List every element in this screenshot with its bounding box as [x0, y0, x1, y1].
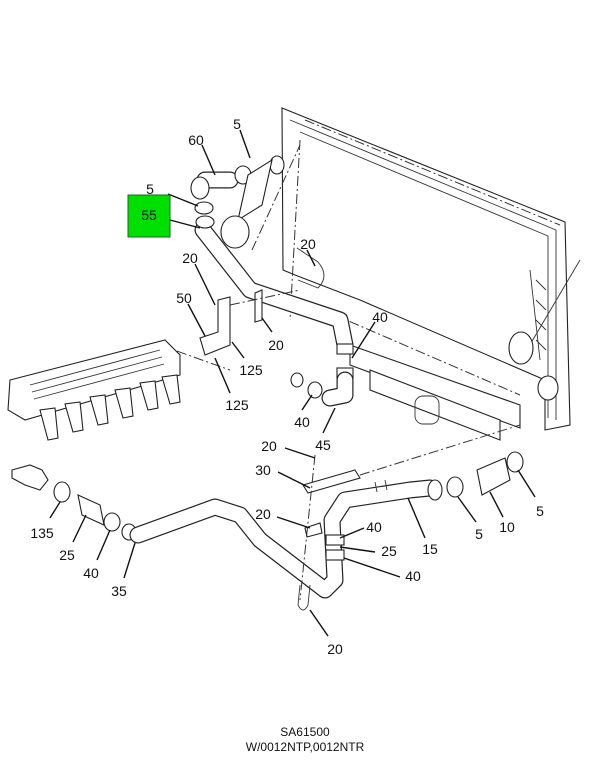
callout-5[interactable]: 5 [146, 181, 154, 197]
highlighted-callout-box[interactable] [127, 194, 171, 238]
callout-135[interactable]: 135 [30, 525, 54, 541]
callout-40[interactable]: 40 [372, 309, 388, 325]
leader-lines [49, 129, 536, 637]
callout-5[interactable]: 5 [475, 526, 483, 542]
lower-hose-assembly [11, 424, 524, 611]
callout-5[interactable]: 5 [536, 503, 544, 519]
callout-55[interactable]: 55 [141, 207, 157, 223]
callout-20[interactable]: 20 [268, 337, 284, 353]
callout-60[interactable]: 60 [188, 132, 204, 148]
callout-10[interactable]: 10 [499, 519, 515, 535]
callout-35[interactable]: 35 [111, 583, 127, 599]
applicability-note: W/0012NTP,0012NTR [245, 740, 365, 754]
callout-20[interactable]: 20 [261, 438, 277, 454]
callout-50[interactable]: 50 [176, 290, 192, 306]
callout-20[interactable]: 20 [182, 250, 198, 266]
callout-40[interactable]: 40 [366, 519, 382, 535]
manifold [7, 339, 181, 441]
callout-40[interactable]: 40 [83, 565, 99, 581]
callout-25[interactable]: 25 [59, 547, 75, 563]
bracket-assembly [159, 289, 301, 371]
callout-20[interactable]: 20 [300, 236, 316, 252]
upper-hose-assembly [190, 155, 354, 407]
radiator-assembly [251, 107, 581, 441]
callout-125[interactable]: 125 [225, 397, 249, 413]
drawing-id: SA61500 [280, 725, 330, 739]
callout-5[interactable]: 5 [233, 116, 241, 132]
callout-20[interactable]: 20 [255, 506, 271, 522]
callout-45[interactable]: 45 [315, 437, 331, 453]
callout-40[interactable]: 40 [405, 568, 421, 584]
callout-20[interactable]: 20 [327, 641, 343, 657]
callout-labels: 60 5 5 55 20 20 50 40 20 125 125 40 45 2… [30, 116, 544, 657]
callout-125[interactable]: 125 [239, 362, 263, 378]
callout-15[interactable]: 15 [422, 541, 438, 557]
callout-40[interactable]: 40 [294, 414, 310, 430]
callout-30[interactable]: 30 [255, 462, 271, 478]
callout-25[interactable]: 25 [381, 543, 397, 559]
